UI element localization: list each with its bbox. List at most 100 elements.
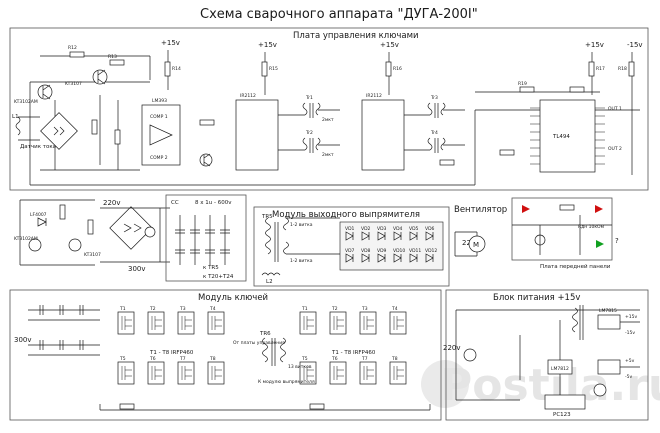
res-label: R12 — [68, 45, 77, 51]
pot-label: Rдн 10кОм — [578, 224, 604, 230]
ic-label-ir2112: IR2112 — [366, 93, 382, 99]
rectifier-diode-label: VD8 — [361, 248, 371, 254]
rectifier-diode-label: VD11 — [409, 248, 421, 254]
mosfet — [147, 311, 165, 335]
mosfet-label: T2 — [149, 306, 156, 312]
mosfet-label: T5 — [119, 356, 126, 362]
mosfet-label: T3 — [361, 306, 368, 312]
cap-bank-label: CC — [171, 200, 179, 206]
rail-label-p15: +15v — [258, 41, 277, 49]
res-label: R15 — [269, 66, 278, 72]
keys-bottom-network — [99, 403, 431, 411]
ic-label-lm7815: LM7815 — [599, 308, 617, 314]
secondary-label: 2мкт — [322, 117, 334, 123]
cap-bank-to-tr5: к TR5 — [203, 265, 219, 271]
rectifier-diode-label: VD1 — [345, 226, 355, 232]
transformer-label: Tr4 — [430, 130, 438, 136]
front-panel-title: Плата передней панели — [540, 263, 611, 270]
mosfet — [359, 311, 377, 335]
ic-pin-comp1: COMP 1 — [150, 114, 168, 120]
keys-module-frame — [9, 289, 442, 421]
front-panel-frame — [511, 197, 613, 261]
winding-label: 1-2 витка — [290, 258, 313, 264]
transformer-label: Tr2 — [305, 130, 313, 136]
mosfet-symbol — [181, 366, 192, 380]
rail-label-p15: +15v — [585, 41, 604, 49]
fan-motor — [454, 231, 486, 257]
mosfet — [299, 311, 317, 335]
mosfet-symbol — [121, 366, 132, 380]
secondary-label: 2мкт — [322, 152, 334, 158]
control-board-frame — [9, 27, 649, 191]
rail-label-m15: -15v — [627, 41, 643, 49]
part-label: KT3102AM — [14, 99, 38, 105]
note-to-rectifier: К модулю выпрямителя — [258, 379, 315, 385]
tr5-label: TR5 — [261, 214, 273, 220]
unknown-part: ? — [615, 237, 619, 245]
mosfet-symbol — [303, 366, 314, 380]
rectifier-diode — [361, 253, 370, 263]
mosfet — [117, 361, 135, 385]
part-label: KT3102AM — [14, 236, 38, 242]
mosfet — [177, 311, 195, 335]
rectifier-diode — [393, 231, 402, 241]
watermark: Postila.ru — [421, 360, 660, 411]
mosfet-label: T6 — [149, 356, 156, 362]
note-from-control: От платы управления — [233, 340, 285, 346]
mosfet-label: T4 — [391, 306, 398, 312]
part-label: KT3107 — [84, 252, 101, 258]
output-rectifier-frame — [253, 206, 450, 287]
ic-pin-out1: OUT 1 — [608, 106, 622, 112]
rectifier-diode — [409, 231, 418, 241]
psu-out-p5: +5v — [625, 358, 635, 364]
winding-label: 13 витков — [288, 364, 312, 370]
mosfet-label: T8 — [391, 356, 398, 362]
psu-out-p15: +15v — [625, 314, 637, 320]
ic-pin-out2: OUT 2 — [608, 146, 622, 152]
part-label: KT3107 — [65, 81, 82, 87]
snubber-caps — [28, 305, 100, 356]
mosfet-symbol — [363, 316, 374, 330]
hf-transformer-label: TR6 — [259, 331, 271, 337]
transistor-vt3 — [199, 153, 213, 167]
mains-bridge — [100, 206, 170, 263]
mosfet — [389, 361, 407, 385]
ic-label-lm393: LM393 — [152, 98, 167, 104]
mosfet — [177, 361, 195, 385]
mosfet-label: T7 — [361, 356, 368, 362]
mosfet-note-b: T1 - T8 IRFP460 — [331, 350, 376, 356]
ir2112-driver-1 — [235, 99, 279, 171]
rectifier-diode — [361, 231, 370, 241]
rectifier-diode — [425, 253, 434, 263]
page-title: Схема сварочного аппарата "ДУГА-200I" — [200, 7, 478, 22]
choke-label: L2 — [266, 279, 273, 285]
rectifier-diode — [409, 253, 418, 263]
mosfet-label: T1 — [301, 306, 308, 312]
mosfet-label: T1 — [119, 306, 126, 312]
mosfet-label: T4 — [209, 306, 216, 312]
rectifier-diode — [377, 253, 386, 263]
ic-pin-comp2: COMP 2 — [150, 155, 168, 161]
rectifier-diode-label: VD2 — [361, 226, 371, 232]
ic-label-pc123: PC123 — [553, 412, 571, 418]
mosfet-label: T3 — [179, 306, 186, 312]
rectifier-diode — [425, 231, 434, 241]
mosfet-label: T7 — [179, 356, 186, 362]
gate-transformers — [278, 102, 465, 153]
rail-label-300v: 300v — [14, 336, 32, 344]
transformer-label: Tr1 — [305, 95, 313, 101]
control-board-title: Плата управления ключами — [293, 31, 419, 41]
power-supply-frame — [445, 289, 649, 421]
mosfet — [359, 361, 377, 385]
mosfet — [389, 311, 407, 335]
winding-label: 1-2 витка — [290, 222, 313, 228]
rectifier-diode — [345, 253, 354, 263]
tr5-transformer — [265, 217, 340, 262]
mosfet — [207, 311, 225, 335]
tl494-pwm-ic — [530, 99, 605, 173]
rail-label-220v: 220v — [103, 199, 121, 207]
